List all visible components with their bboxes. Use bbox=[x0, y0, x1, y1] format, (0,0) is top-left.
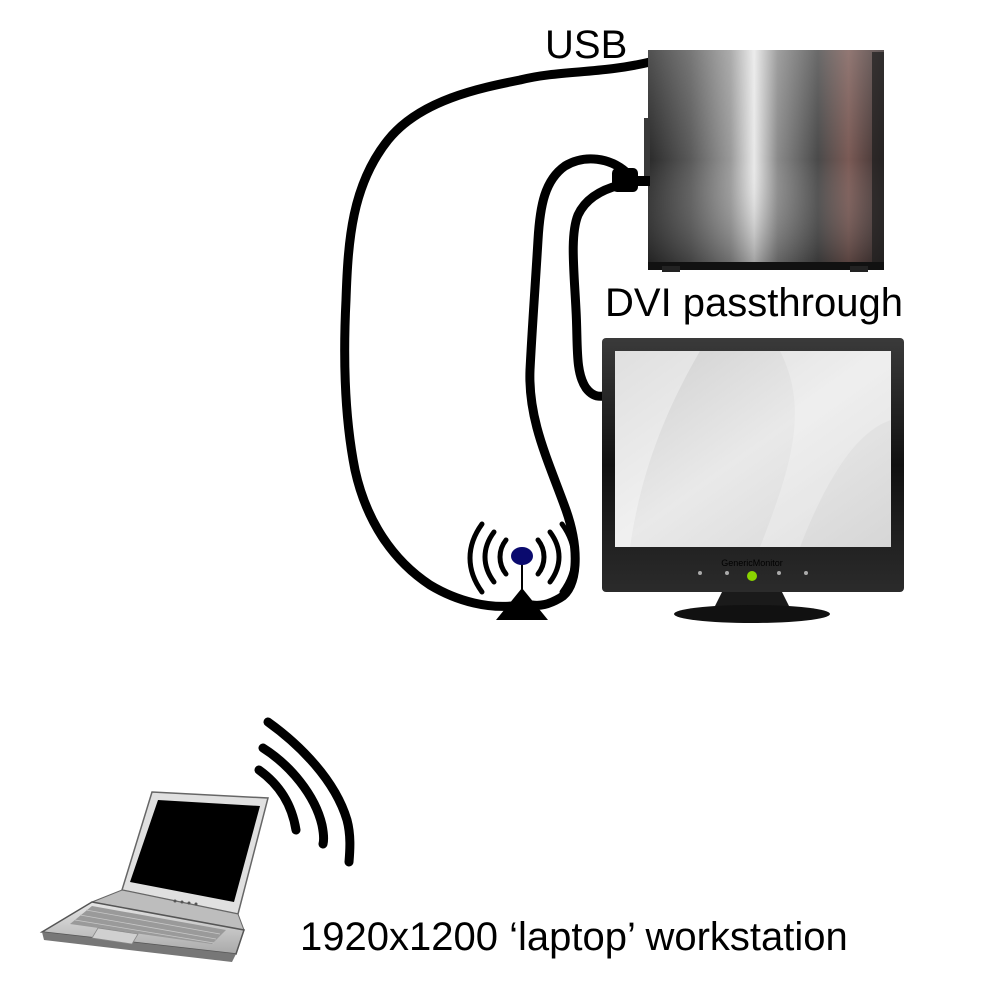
wireless-antenna-icon bbox=[467, 521, 577, 620]
laptop-terminal-text: fux@Linux# bbox=[160, 808, 193, 816]
tower-pc-icon bbox=[612, 50, 884, 272]
wifi-signal-icon bbox=[254, 717, 355, 867]
power-led bbox=[747, 571, 757, 581]
workstation-label: 1920x1200 ‘laptop’ workstation bbox=[300, 915, 848, 959]
usb-label: USB bbox=[545, 23, 627, 67]
dvi-passthrough-label: DVI passthrough bbox=[605, 281, 903, 325]
monitor-icon: GenericMonitor bbox=[602, 338, 904, 623]
dvi-cable-to-monitor bbox=[568, 180, 625, 401]
laptop-icon: fux@Linux# bbox=[39, 791, 269, 962]
monitor-brand: GenericMonitor bbox=[721, 558, 783, 568]
usb-cable bbox=[340, 57, 655, 611]
dvi-cable-out bbox=[525, 154, 631, 610]
